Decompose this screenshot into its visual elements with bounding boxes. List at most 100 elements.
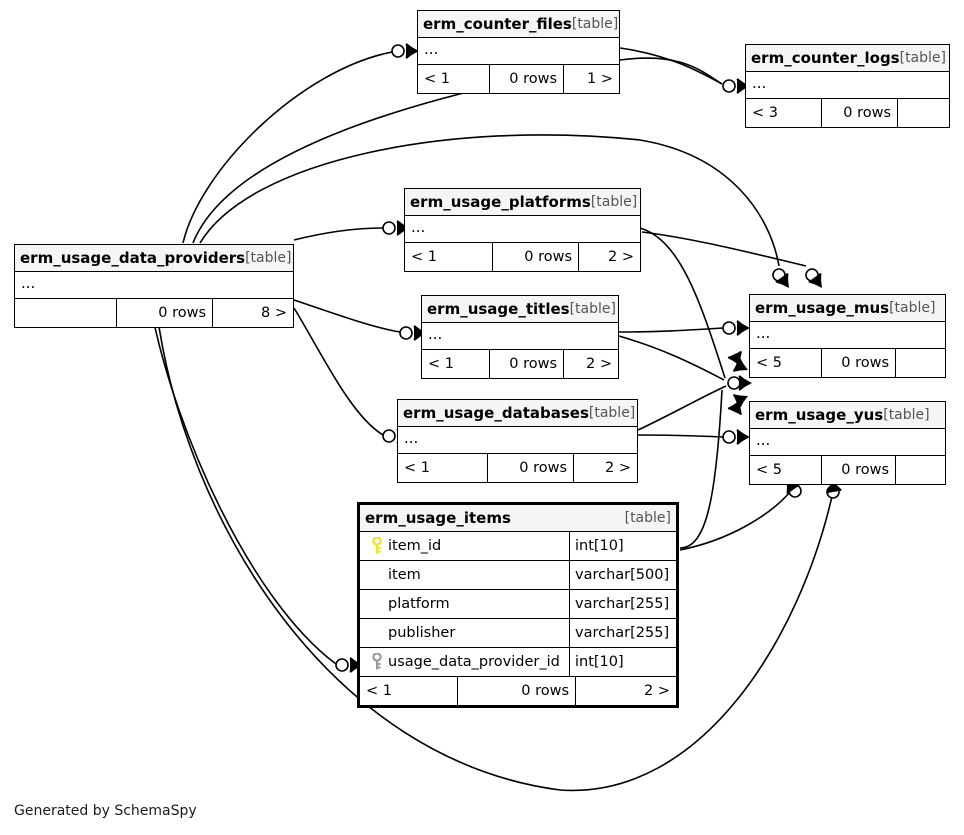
edge-providers-to-usage-platforms xyxy=(293,227,384,241)
edge-providers-to-usage-items xyxy=(151,312,337,665)
table-columns: item_id int[10] item varchar[500] platfo… xyxy=(360,532,676,677)
footer-child-count xyxy=(896,456,945,484)
footer-parent-count: < 1 xyxy=(422,350,490,378)
footer-child-count: 8 > xyxy=(261,305,287,321)
table-name: erm_usage_databases xyxy=(403,403,589,422)
table-title: erm_counter_logs [table] xyxy=(746,45,949,72)
table-tag: [table] xyxy=(883,406,930,423)
table-erm-usage-mus[interactable]: erm_usage_mus [table] ... < 5 0 rows xyxy=(749,294,946,378)
column-name: usage_data_provider_id xyxy=(388,654,560,670)
column-name: item xyxy=(388,567,421,583)
edge-providers-to-usage-titles xyxy=(293,299,401,333)
table-footer: < 1 0 rows 2 > xyxy=(398,454,637,482)
edge-usage-items-to-converge xyxy=(679,389,723,549)
footer-child-count: 2 > xyxy=(644,683,670,699)
column-type: varchar[500] xyxy=(575,567,670,583)
table-tag: [table] xyxy=(899,49,946,66)
table-name: erm_counter_logs xyxy=(751,48,900,67)
primary-key-icon xyxy=(366,537,388,555)
edge-providers-to-usage-databases xyxy=(293,307,384,436)
column-name-cell: platform xyxy=(360,590,570,618)
table-columns-collapsed: ... xyxy=(405,216,640,243)
table-title: erm_usage_titles [table] xyxy=(422,296,618,323)
column-name: publisher xyxy=(388,625,456,641)
table-title: erm_usage_databases [table] xyxy=(398,400,637,427)
footer-parent-count: < 5 xyxy=(750,456,822,484)
edge-usage-platforms-to-converge xyxy=(639,227,726,379)
edge-usage-databases-to-converge xyxy=(637,385,727,431)
table-columns-collapsed: ... xyxy=(750,322,945,349)
footer-row-count: 0 rows xyxy=(822,456,896,484)
table-title: erm_usage_items [table] xyxy=(360,505,676,532)
footer-child-count: 2 > xyxy=(605,460,631,476)
table-footer: < 1 0 rows 1 > xyxy=(418,65,619,93)
footer-parent-count: < 1 xyxy=(405,243,493,271)
table-name: erm_usage_data_providers xyxy=(20,248,246,267)
table-footer: < 1 0 rows 2 > xyxy=(360,677,676,705)
footer-row-count: 0 rows xyxy=(458,677,576,705)
table-title: erm_usage_data_providers [table] xyxy=(15,245,293,272)
table-tag: [table] xyxy=(571,15,619,32)
table-name: erm_counter_files xyxy=(423,14,572,33)
table-erm-usage-titles[interactable]: erm_usage_titles [table] ... < 1 0 rows … xyxy=(421,295,619,379)
table-tag: [table] xyxy=(569,300,616,317)
footer-row-count: 0 rows xyxy=(822,99,898,127)
table-erm-usage-items[interactable]: erm_usage_items [table] item_id xyxy=(357,502,679,708)
table-erm-usage-databases[interactable]: erm_usage_databases [table] ... < 1 0 ro… xyxy=(397,399,638,483)
table-footer: < 3 0 rows xyxy=(746,99,949,127)
generator-credit: Generated by SchemaSpy xyxy=(14,803,197,819)
table-columns-collapsed: ... xyxy=(422,323,618,350)
table-title: erm_usage_mus [table] xyxy=(750,295,945,322)
footer-child-count: 1 > xyxy=(587,71,613,87)
table-erm-usage-yus[interactable]: erm_usage_yus [table] ... < 5 0 rows xyxy=(749,401,946,485)
column-name-cell: item_id xyxy=(360,532,570,560)
table-title: erm_counter_files [table] xyxy=(418,11,619,38)
table-columns-collapsed: ... xyxy=(418,38,619,65)
footer-row-count: 0 rows xyxy=(117,299,213,327)
footer-parent-count: < 1 xyxy=(418,65,490,93)
table-erm-usage-data-providers[interactable]: erm_usage_data_providers [table] ... 0 r… xyxy=(14,244,294,328)
column-type: varchar[255] xyxy=(575,625,670,641)
table-footer: 0 rows 8 > xyxy=(15,299,293,327)
column-name: platform xyxy=(388,596,450,612)
footer-parent-count: < 1 xyxy=(398,454,488,482)
footer-row-count: 0 rows xyxy=(822,349,896,377)
table-tag: [table] xyxy=(889,299,936,316)
edge-usage-platforms-to-usage-mus xyxy=(641,231,807,267)
table-tag: [table] xyxy=(588,404,636,421)
column-row[interactable]: platform varchar[255] xyxy=(360,590,676,619)
column-row[interactable]: publisher varchar[255] xyxy=(360,619,676,648)
table-name: erm_usage_mus xyxy=(755,298,890,317)
table-erm-usage-platforms[interactable]: erm_usage_platforms [table] ... < 1 0 ro… xyxy=(404,188,641,272)
column-name-cell: usage_data_provider_id xyxy=(360,648,570,676)
table-erm-counter-logs[interactable]: erm_counter_logs [table] ... < 3 0 rows xyxy=(745,44,950,128)
footer-row-count: 0 rows xyxy=(490,65,564,93)
edge-usage-items-to-usage-yus xyxy=(679,491,791,551)
table-name: erm_usage_items xyxy=(365,508,511,527)
column-row[interactable]: item_id int[10] xyxy=(360,532,676,561)
table-columns-collapsed: ... xyxy=(750,429,945,456)
table-name: erm_usage_titles xyxy=(427,299,570,318)
edge-usage-titles-to-converge xyxy=(618,335,725,381)
column-name-cell: item xyxy=(360,561,570,589)
table-footer: < 5 0 rows xyxy=(750,456,945,484)
foreign-key-icon xyxy=(366,653,388,671)
footer-row-count: 0 rows xyxy=(488,454,574,482)
footer-row-count: 0 rows xyxy=(493,243,579,271)
footer-row-count: 0 rows xyxy=(490,350,564,378)
table-tag: [table] xyxy=(590,193,638,210)
column-row[interactable]: usage_data_provider_id int[10] xyxy=(360,648,676,677)
column-row[interactable]: item varchar[500] xyxy=(360,561,676,590)
footer-parent-count xyxy=(15,299,117,327)
footer-parent-count: < 3 xyxy=(746,99,822,127)
table-erm-counter-files[interactable]: erm_counter_files [table] ... < 1 0 rows… xyxy=(417,10,620,94)
edge-usage-titles-to-usage-mus xyxy=(618,327,724,333)
column-name: item_id xyxy=(388,538,442,554)
table-name: erm_usage_yus xyxy=(755,405,884,424)
edge-providers-to-counter-files xyxy=(182,51,393,244)
footer-child-count: 2 > xyxy=(586,356,612,372)
table-title: erm_usage_yus [table] xyxy=(750,402,945,429)
column-name-cell: publisher xyxy=(360,619,570,647)
table-name: erm_usage_platforms xyxy=(410,192,591,211)
